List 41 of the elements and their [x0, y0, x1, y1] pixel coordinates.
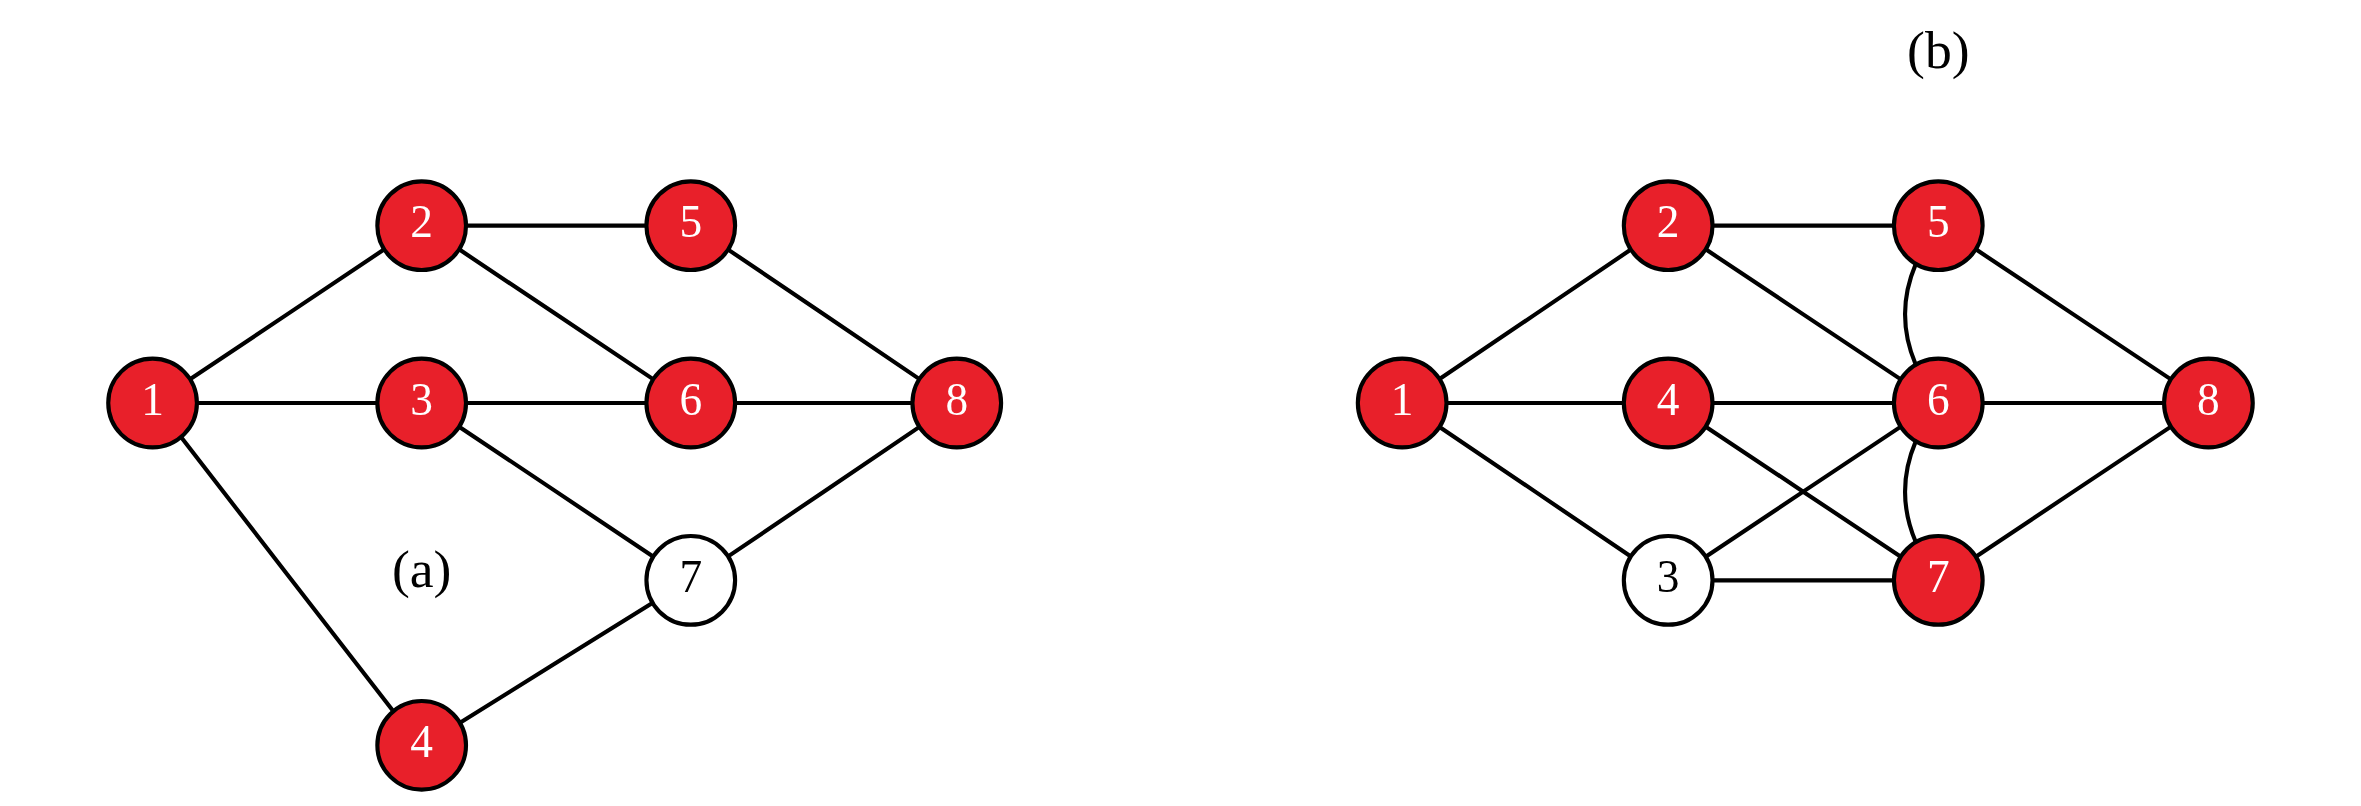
connector — [1713, 223, 1894, 228]
label: (b) — [1907, 19, 1970, 80]
node-circle: 2 — [1621, 179, 1715, 273]
connector — [1438, 248, 1632, 381]
connector — [1983, 400, 2164, 406]
node-circle: 6 — [644, 356, 738, 450]
connector — [1975, 247, 2172, 381]
node-circle: 3 — [375, 356, 469, 450]
node-circle: 5 — [1891, 179, 1985, 273]
node-circle: 8 — [910, 356, 1004, 450]
connector — [179, 435, 395, 712]
connector — [1438, 425, 1632, 558]
node-circle: 8 — [2162, 356, 2255, 450]
node-circle: 1 — [106, 356, 199, 450]
node-circle: 7 — [644, 533, 738, 627]
connector — [458, 425, 654, 558]
connector — [458, 601, 654, 725]
connector — [1975, 425, 2172, 559]
label: (a) — [391, 539, 452, 600]
connector — [197, 400, 378, 406]
connector — [1903, 263, 1918, 365]
connector — [1713, 400, 1894, 406]
connector — [189, 248, 385, 381]
node-circle: 3 — [1621, 533, 1715, 627]
node-circle: 1 — [1355, 356, 1449, 450]
connector — [1903, 440, 1918, 543]
connector — [727, 425, 921, 559]
connector — [1446, 400, 1624, 406]
node-circle: 7 — [1891, 533, 1985, 627]
connector — [735, 400, 913, 406]
node-circle: 5 — [644, 179, 738, 273]
node-circle: 6 — [1891, 356, 1985, 450]
node-circle: 4 — [1621, 356, 1715, 450]
connector — [1713, 578, 1894, 583]
node-circle: 4 — [375, 698, 469, 792]
connector — [727, 247, 921, 381]
connector — [466, 400, 647, 406]
node-circle: 2 — [375, 179, 469, 273]
connector — [1704, 247, 1902, 381]
connector — [458, 247, 654, 381]
connector — [466, 223, 647, 228]
